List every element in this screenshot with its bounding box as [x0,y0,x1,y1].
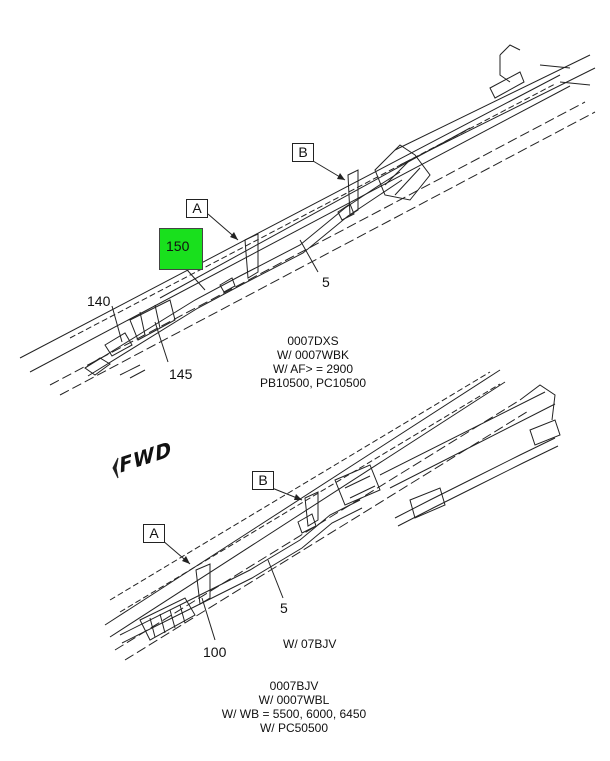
upper-config-note: 0007DXS W/ 0007WBK W/ AF> = 2900 PB10500… [213,334,413,390]
note-line: W/ AF> = 2900 [272,362,354,376]
fwd-arrow-icon [112,457,119,479]
callout-b-lower: B [252,471,274,490]
note-line: 0007BJV [269,679,319,693]
leader-arrowheads [182,173,345,564]
part-150-highlight: 150 [159,228,203,270]
part-5-lower-label: 5 [280,600,288,616]
callout-a-upper: A [186,199,208,218]
callout-b-upper: B [292,143,314,162]
part-145-label: 145 [169,366,193,382]
upper-frame-rails [19,44,596,396]
leader-lines [111,157,346,641]
part-150-label: 150 [166,238,190,254]
note-line: 0007DXS [287,334,339,348]
variant-label: W/ 07BJV [283,637,337,651]
note-line: W/ WB = 5500, 6000, 6450 [221,707,367,721]
note-line: PB10500, PC10500 [259,376,367,390]
note-line: W/ 0007WBK [276,348,350,362]
part-100-label: 100 [203,644,227,660]
lower-brackets [195,464,381,605]
lower-frame-rails [104,369,556,661]
part-140-label: 140 [87,293,111,309]
callout-a-lower: A [143,524,165,543]
lower-drive-shaft [119,419,561,644]
note-line: W/ 0007WBL [258,693,330,707]
note-line: W/ PC50500 [259,721,329,735]
upper-drive-shaft [84,71,525,379]
part-5-upper-label: 5 [322,274,330,290]
lower-config-note: 0007BJV W/ 0007WBL W/ WB = 5500, 6000, 6… [194,679,394,735]
upper-brackets [129,144,431,341]
